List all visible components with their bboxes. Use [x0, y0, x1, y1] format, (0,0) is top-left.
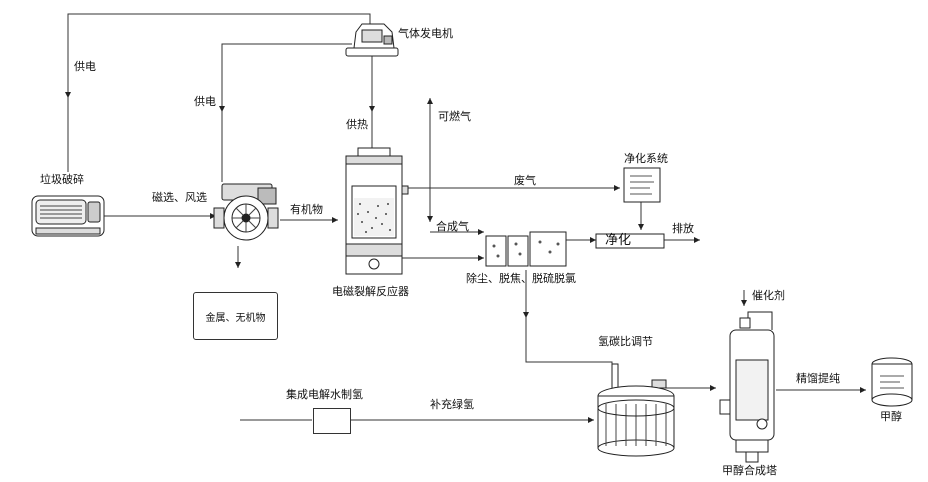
power-line-crusher [68, 14, 370, 98]
hydrogen-supplement-label: 补充绿氢 [430, 398, 474, 411]
gas-generator-icon [346, 24, 398, 56]
syngas-label: 合成气 [436, 220, 469, 233]
purification-system-icon [624, 168, 660, 202]
garbage-crusher-icon [32, 196, 104, 236]
dust-tar-sulfur-label: 除尘、脱焦、脱硫脱氯 [466, 272, 576, 285]
metals-inorganics-label: 金属、无机物 [194, 309, 277, 324]
purification-system-label: 净化系统 [624, 152, 668, 165]
rectification-label: 精馏提纯 [796, 372, 840, 385]
dust-removal-unit-icon [486, 232, 566, 266]
combustible-gas-label: 可燃气 [438, 110, 471, 123]
gas-to-adjuster [526, 318, 612, 386]
electrolysis-label: 集成电解水制氢 [286, 388, 363, 401]
reactor-icon [346, 148, 408, 274]
methanol-label: 甲醇 [880, 410, 902, 423]
hydrogen-carbon-adjuster-icon [598, 364, 674, 456]
heat-supply-label: 供热 [346, 118, 368, 131]
methanol-barrel-icon [872, 358, 912, 406]
separator-fan-icon [214, 184, 278, 240]
power-supply-mid-label: 供电 [194, 95, 216, 108]
metals-inorganics-box: 金属、无机物 [193, 292, 278, 340]
purify-label: 净化 [605, 234, 631, 247]
reactor-label: 电磁裂解反应器 [332, 285, 409, 298]
h2-c-ratio-label: 氢碳比调节 [598, 335, 653, 348]
electrolysis-box [313, 408, 351, 434]
power-line-separator [222, 44, 352, 112]
organic-matter-label: 有机物 [290, 203, 323, 216]
magnetic-wind-sorting-label: 磁选、风选 [152, 191, 207, 204]
methanol-tower-label: 甲醇合成塔 [722, 464, 777, 477]
power-supply-left-label: 供电 [74, 60, 96, 73]
waste-gas-label: 废气 [514, 174, 536, 187]
methanol-tower-icon [720, 312, 774, 462]
garbage-crusher-label: 垃圾破碎 [40, 173, 84, 186]
gas-generator-label: 气体发电机 [398, 27, 453, 40]
emission-label: 排放 [672, 222, 694, 235]
catalyst-label: 催化剂 [752, 289, 785, 302]
